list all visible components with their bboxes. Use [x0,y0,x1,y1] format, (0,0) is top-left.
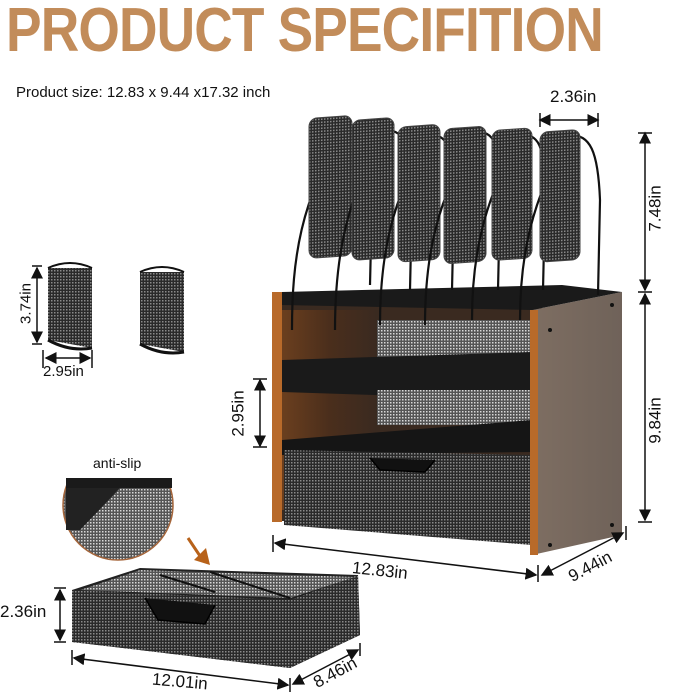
sorter-height-label: 7.48in [645,185,665,232]
dimension-lines [253,113,652,582]
page-title: PRODUCT SPECIFITION [6,0,604,65]
cabinet [272,285,622,555]
product-size-text: Product size: 12.83 x 9.44 x17.32 inch [16,84,271,101]
drawer-height-label: 2.36in [0,602,47,621]
orange-arrow-head [194,548,210,565]
mesh-drawer [72,568,360,668]
cabinet-height-label: 9.84in [645,397,665,444]
pen-holder-dimension-lines [31,265,93,368]
drawer-dimension-lines [54,587,361,692]
anti-slip-callout [62,415,174,561]
sorter-slot-width-label: 2.36in [550,87,597,106]
orange-arrow-line [186,537,202,557]
pen-holder-1 [47,262,93,351]
anti-slip-label: anti-slip [93,455,142,471]
pen-holder-2 [139,266,185,355]
file-sorter [290,115,602,331]
drawer-width-label: 12.01in [151,669,209,694]
pen-cup-width-label: 2.95in [43,363,84,380]
shelf-gap-label: 2.95in [228,390,248,437]
pen-cup-height-label: 3.74in [17,283,35,324]
